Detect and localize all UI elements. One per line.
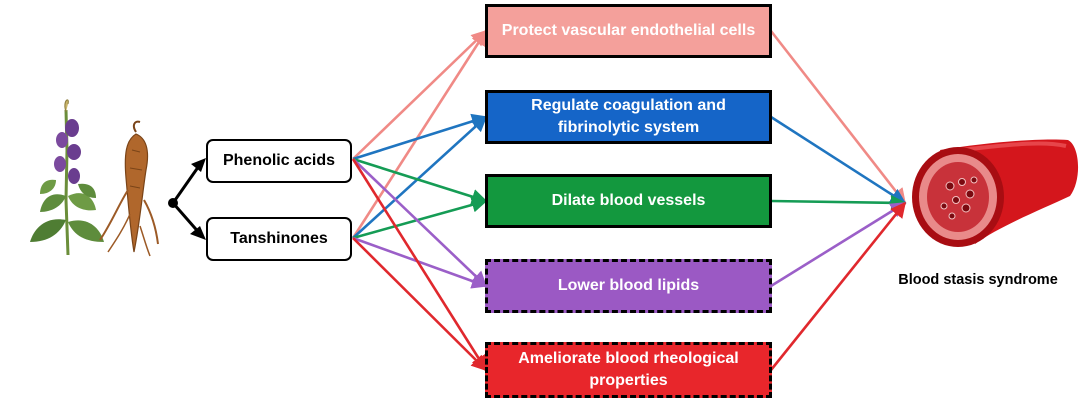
arrow-phenolic-to-coagulation [352,113,488,161]
arrow-dilate-to-target [770,194,907,211]
danshen-root-icon [99,120,159,257]
effect-protect-endothelial: Protect vascular endothelial cells [485,4,772,58]
arrow-tanshinones-to-rheology [352,237,488,372]
salvia-plant-icon [30,99,104,256]
arrow-phenolic-to-rheology [351,158,488,372]
source-phenolic-acids: Phenolic acids [206,139,352,183]
arrow-tanshinones-to-coagulation [352,115,488,239]
effect-dilate-vessels: Dilate blood vessels [485,174,772,228]
arrow-coagulation-to-target [770,115,907,205]
arrow-phenolic-to-protect [352,29,488,160]
branch-line-phenolic [171,162,203,204]
blood-vessel-icon [912,139,1079,247]
blood-clot-icon [940,176,978,220]
arrow-lipids-to-target [770,201,907,288]
branch-arrowhead-tanshinones [190,226,206,240]
connection-lines [351,29,907,372]
arrow-protect-to-target [769,30,907,205]
branch-connector [168,158,206,240]
effect-ameliorate-rheology: Ameliorate blood rheological properties [485,342,772,398]
branch-arrowhead-phenolic [191,158,206,172]
source-tanshinones: Tanshinones [206,217,352,261]
effect-regulate-coagulation: Regulate coagulation and fibrinolytic sy… [485,90,772,144]
arrow-tanshinones-to-protect [351,29,488,239]
arrow-phenolic-to-lipids [352,158,488,288]
arrow-phenolic-to-dilate [352,157,488,205]
effect-lower-lipids: Lower blood lipids [485,259,772,313]
arrow-rheology-to-target [769,201,907,371]
target-label: Blood stasis syndrome [898,272,1058,288]
arrow-tanshinones-to-lipids [352,236,488,289]
arrow-tanshinones-to-dilate [352,197,488,240]
